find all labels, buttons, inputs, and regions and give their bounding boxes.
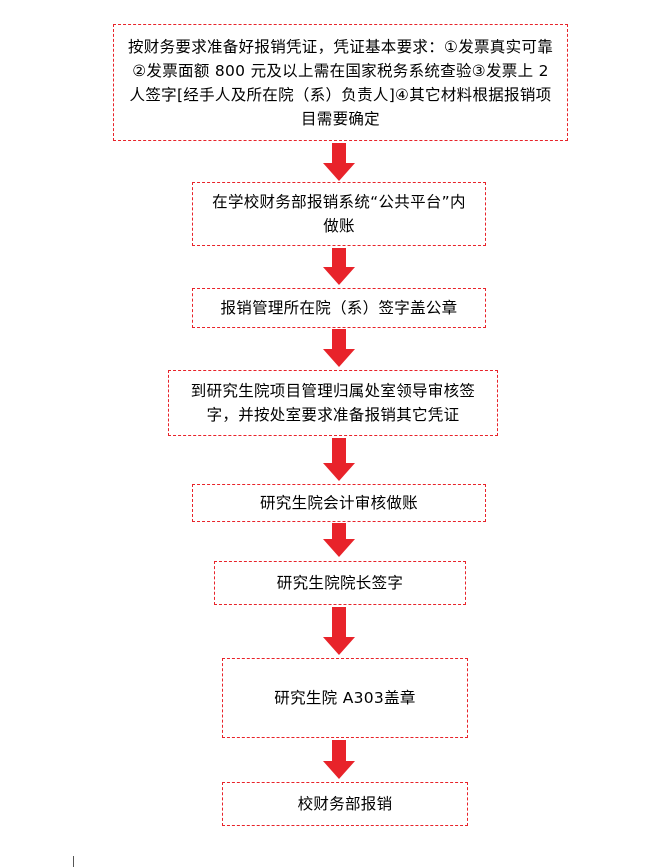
step-5-box: 研究生院会计审核做账: [192, 484, 486, 522]
text-cursor: [73, 856, 74, 867]
step-3-box: 报销管理所在院（系）签字盖公章: [192, 288, 486, 328]
step-2-text: 在学校财务部报销系统“公共平台”内做账: [212, 193, 466, 235]
step-3-text: 报销管理所在院（系）签字盖公章: [220, 299, 458, 317]
step-7-text: 研究生院 A303盖章: [274, 689, 416, 707]
step-1-text: 按财务要求准备好报销凭证，凭证基本要求：①发票真实可靠②发票面额 800 元及以…: [128, 37, 553, 128]
arrow-1: [323, 143, 355, 181]
arrow-7: [323, 740, 355, 779]
step-4-box: 到研究生院项目管理归属处室领导审核签字，并按处室要求准备报销其它凭证: [168, 370, 498, 436]
step-2-box: 在学校财务部报销系统“公共平台”内做账: [192, 182, 486, 246]
arrow-3: [323, 329, 355, 367]
step-6-text: 研究生院院长签字: [276, 574, 404, 592]
step-4-text: 到研究生院项目管理归属处室领导审核签字，并按处室要求准备报销其它凭证: [190, 382, 476, 424]
step-7-box: 研究生院 A303盖章: [222, 658, 468, 738]
arrow-2: [323, 248, 355, 285]
step-5-text: 研究生院会计审核做账: [259, 494, 418, 512]
step-8-text: 校财务部报销: [297, 795, 393, 813]
step-1-box: 按财务要求准备好报销凭证，凭证基本要求：①发票真实可靠②发票面额 800 元及以…: [113, 24, 568, 141]
arrow-5: [323, 523, 355, 557]
arrow-4: [323, 438, 355, 481]
arrow-6: [323, 607, 355, 655]
step-6-box: 研究生院院长签字: [214, 561, 466, 605]
step-8-box: 校财务部报销: [222, 782, 468, 826]
